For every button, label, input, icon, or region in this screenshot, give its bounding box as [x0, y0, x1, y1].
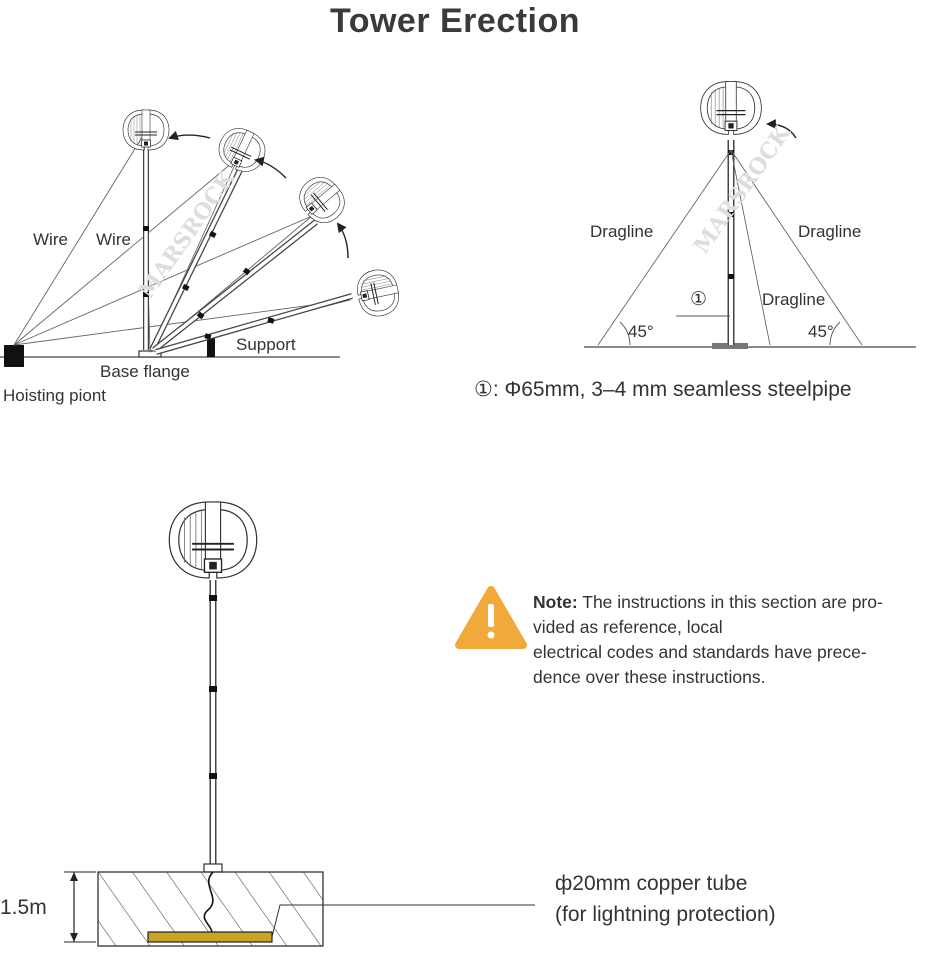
copper-tube — [147, 931, 273, 943]
watermark-right: MARSROCK — [689, 120, 797, 258]
dragline-diagram: MARSROCK — [584, 80, 916, 349]
dragline-right-label: Dragline — [798, 222, 862, 241]
dragline-left-label: Dragline — [590, 222, 654, 241]
note-line-2: vided as reference, local — [533, 617, 723, 637]
base-plate — [712, 343, 748, 349]
support-post — [207, 334, 215, 357]
pipe-spec-label: ①: Φ65mm, 3–4 mm seamless steelpipe — [474, 378, 852, 401]
note-text: Note: The instructions in this section a… — [533, 590, 931, 690]
angle-left-label: 45° — [628, 322, 654, 341]
pipe-marker: ① — [690, 289, 708, 310]
base-flange-label: Base flange — [100, 362, 190, 381]
wire-label-2: Wire — [96, 230, 131, 249]
page-title: Tower Erection — [329, 2, 581, 40]
angle-right-label: 45° — [808, 322, 834, 341]
note-heading: Note: — [533, 592, 578, 612]
hoisting-point-block — [4, 345, 24, 367]
copper-tube-label: ф20mm copper tube — [555, 872, 748, 895]
wire-label-1: Wire — [33, 230, 68, 249]
note-line-1: The instructions in this section are pro… — [577, 592, 883, 612]
warning-icon — [455, 586, 527, 649]
lightning-protection-label: (for lightning protection) — [555, 903, 776, 926]
support-label: Support — [236, 335, 296, 354]
note-line-3: electrical codes and standards have prec… — [533, 642, 867, 662]
dragline-center-label: Dragline — [762, 290, 826, 309]
hoisting-point-label: Hoisting piont — [3, 386, 107, 405]
foundation-diagram — [64, 501, 535, 947]
note-line-4: dence over these instructions. — [533, 667, 766, 687]
depth-label: 1.5m — [0, 896, 47, 919]
